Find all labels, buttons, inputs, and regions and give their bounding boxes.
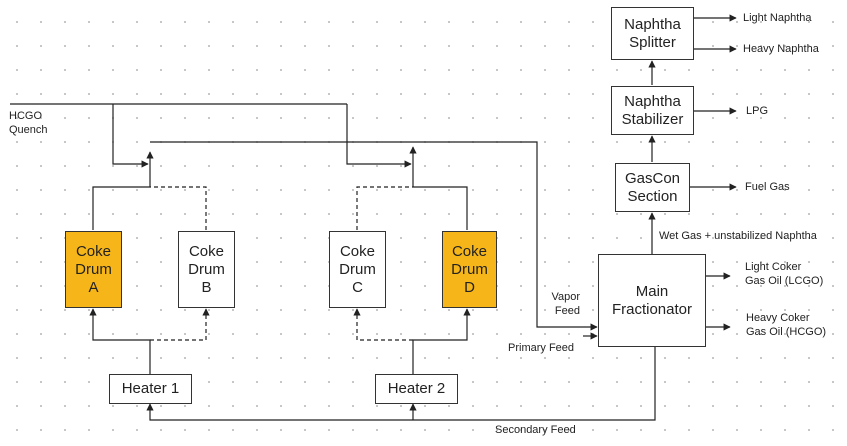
vapor-feed-label: Vapor Feed xyxy=(551,291,580,318)
hcgo-quench-label: HCGO Quench xyxy=(9,110,48,137)
heater-2[interactable]: Heater 2 xyxy=(375,374,458,404)
quench-branch-1 xyxy=(112,104,149,168)
naphtha-stabilizer[interactable]: Naphtha Stabilizer xyxy=(611,86,694,135)
vapor-header xyxy=(150,141,598,331)
naphtha-splitter[interactable]: Naphtha Splitter xyxy=(611,7,694,60)
secondary-feed-line xyxy=(146,347,656,421)
heater-1[interactable]: Heater 1 xyxy=(109,374,192,404)
hcgo-label: Heavy Coker Gas Oil (HCGO) xyxy=(746,312,827,339)
heater1-feed-line xyxy=(89,308,151,374)
coke-drum-b[interactable]: Coke Drum B xyxy=(178,231,235,308)
coke-drum-d[interactable]: Coke Drum D xyxy=(442,231,497,308)
drum-b-overhead xyxy=(150,186,207,230)
wet-gas-label: Wet Gas + unstabilized Naphtha xyxy=(659,230,817,242)
drum-d-overhead xyxy=(413,186,468,230)
lpg-label: LPG xyxy=(746,105,769,117)
light-naphtha-label: Light Naphtha xyxy=(743,12,812,24)
heavy-naphtha-label: Heavy Naphtha xyxy=(743,43,819,55)
primary-feed-label: Primary Feed xyxy=(508,342,575,354)
main-fractionator[interactable]: Main Fractionator xyxy=(598,254,706,347)
coke-drum-c[interactable]: Coke Drum C xyxy=(329,231,386,308)
fuel-gas-label: Fuel Gas xyxy=(745,181,790,193)
heater2-feed-line xyxy=(412,308,471,374)
secondary-feed-label: Secondary Feed xyxy=(495,424,576,436)
lcgo-label: Light Coker Gas Oil (LCGO) xyxy=(745,261,824,288)
quench-branch-2 xyxy=(346,104,412,168)
heater1-feed-line-b xyxy=(150,308,210,341)
drum-c-overhead xyxy=(356,186,413,230)
drum-a-overhead xyxy=(92,186,150,230)
heater2-feed-line-c xyxy=(353,308,413,341)
coke-drum-a[interactable]: Coke Drum A xyxy=(65,231,122,308)
gascon-section[interactable]: GasCon Section xyxy=(615,163,690,212)
